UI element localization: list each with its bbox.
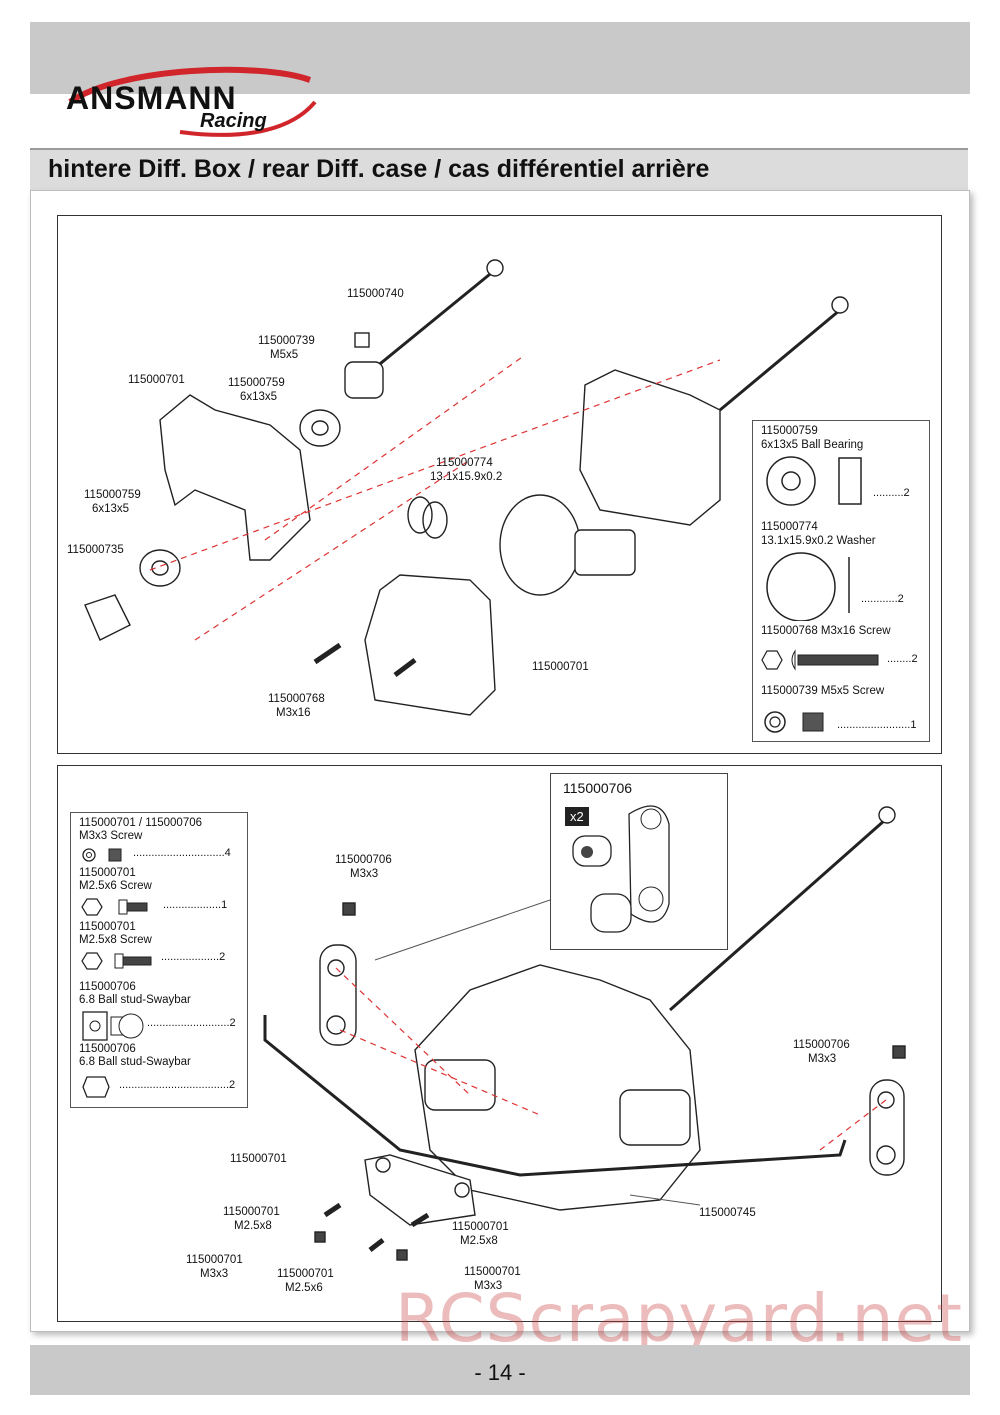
label-115000701-left: 115000701 — [128, 374, 185, 386]
label-115000701-c: 115000701 — [277, 1268, 334, 1280]
legend-item-part: 115000768 M3x16 Screw — [761, 625, 891, 637]
header-band — [30, 22, 970, 94]
legend-item-part: 115000706 — [79, 981, 136, 993]
label-115000759-top: 115000759 — [228, 377, 285, 389]
label-115000701-right: 115000701 — [532, 661, 589, 673]
label-115000745: 115000745 — [699, 1207, 756, 1219]
ball-cup-icon — [82, 1076, 110, 1098]
legend-item-qty: ..............................4 — [133, 847, 231, 859]
label-115000701-e-size: M3x3 — [474, 1280, 503, 1292]
ansmann-logo: ANSMANN Racing — [60, 62, 320, 142]
label-115000701-mid: 115000701 — [230, 1153, 287, 1165]
parts-legend-top: 115000759 6x13x5 Ball Bearing ..........… — [752, 420, 930, 742]
footer-band — [30, 1345, 970, 1395]
logo-swoosh-icon — [68, 66, 317, 137]
label-115000759-top-size: 6x13x5 — [240, 391, 278, 403]
page-title: hintere Diff. Box / rear Diff. case / ca… — [48, 155, 710, 183]
label-115000701-d-size: M2.5x8 — [460, 1235, 498, 1247]
label-115000706-right: 115000706 — [793, 1039, 850, 1051]
legend-item-qty: ...................1 — [163, 899, 228, 911]
m3x16-screw-icon — [761, 649, 879, 671]
logo-brand: ANSMANN — [66, 80, 237, 116]
legend-item-part: 115000739 M5x5 Screw — [761, 685, 885, 697]
legend-item-part: 115000759 — [761, 425, 818, 437]
legend-item-desc: 6.8 Ball stud-Swaybar — [79, 994, 191, 1006]
watermark: RCScrapyard.net — [395, 1280, 963, 1357]
label-115000701-d: 115000701 — [452, 1221, 509, 1233]
ball-stud-icon — [82, 1011, 144, 1041]
m2.5x6-screw-icon — [81, 898, 148, 916]
legend-item-qty: ........2 — [887, 653, 918, 665]
label-115000768-size: M3x16 — [276, 707, 311, 719]
legend-item-part: 115000706 — [79, 1043, 136, 1055]
label-115000739-size: M5x5 — [270, 349, 299, 361]
label-115000706-top: 115000706 — [335, 854, 392, 866]
legend-item-qty: ............2 — [861, 593, 904, 605]
label-115000768: 115000768 — [268, 693, 325, 705]
legend-item-part: 115000701 — [79, 867, 136, 879]
label-115000774: 115000774 — [436, 457, 493, 469]
label-115000706-top-size: M3x3 — [350, 868, 379, 880]
swaybar-link-icon — [572, 805, 670, 933]
label-115000739: 115000739 — [258, 335, 315, 347]
legend-item-part: 115000701 / 115000706 — [79, 817, 203, 829]
washer-icon — [766, 552, 850, 621]
label-115000701-e: 115000701 — [464, 1266, 521, 1278]
label-115000701-b: 115000701 — [186, 1254, 243, 1266]
parts-legend-bottom: 115000701 / 115000706 M3x3 Screw .......… — [70, 812, 248, 1108]
label-115000759-low-size: 6x13x5 — [92, 503, 130, 515]
legend-item-desc: 6x13x5 Ball Bearing — [761, 439, 864, 451]
quantity-badge: x2 — [565, 807, 589, 826]
legend-item-desc: 6.8 Ball stud-Swaybar — [79, 1056, 191, 1068]
label-115000706-right-size: M3x3 — [808, 1053, 837, 1065]
legend-item-part: 115000774 — [761, 521, 818, 533]
legend-item-qty: ........................1 — [837, 719, 917, 731]
bearing-icon — [766, 456, 862, 506]
m2.5x8-screw-icon — [81, 952, 152, 970]
m3x3-screw-icon — [82, 848, 122, 862]
legend-item-qty: ....................................2 — [119, 1079, 236, 1091]
legend-item-qty: ...................2 — [161, 951, 226, 963]
label-115000735: 115000735 — [67, 544, 124, 556]
label-115000701-c-size: M2.5x6 — [285, 1282, 323, 1294]
title-bar — [30, 148, 968, 192]
legend-item-desc: M2.5x8 Screw — [79, 934, 152, 946]
legend-item-part: 115000701 — [79, 921, 136, 933]
label-115000701-b-size: M3x3 — [200, 1268, 229, 1280]
label-115000701-a: 115000701 — [223, 1206, 280, 1218]
legend-item-desc: M2.5x6 Screw — [79, 880, 152, 892]
m5x5-screw-icon — [764, 711, 824, 733]
inset-title: 115000706 — [563, 780, 633, 796]
label-115000701-a-size: M2.5x8 — [234, 1220, 272, 1232]
legend-item-desc: 13.1x15.9x0.2 Washer — [761, 535, 876, 547]
legend-item-qty: ...........................2 — [147, 1017, 236, 1029]
label-115000759-low: 115000759 — [84, 489, 141, 501]
ball-stud-inset: 115000706 x2 — [550, 773, 728, 950]
label-115000740: 115000740 — [347, 288, 404, 300]
legend-item-desc: M3x3 Screw — [79, 830, 143, 842]
page-number: - 14 - — [474, 1360, 526, 1385]
legend-item-qty: ..........2 — [873, 487, 910, 499]
logo-sub: Racing — [200, 110, 267, 132]
label-115000774-size: 13.1x15.9x0.2 — [430, 471, 503, 483]
